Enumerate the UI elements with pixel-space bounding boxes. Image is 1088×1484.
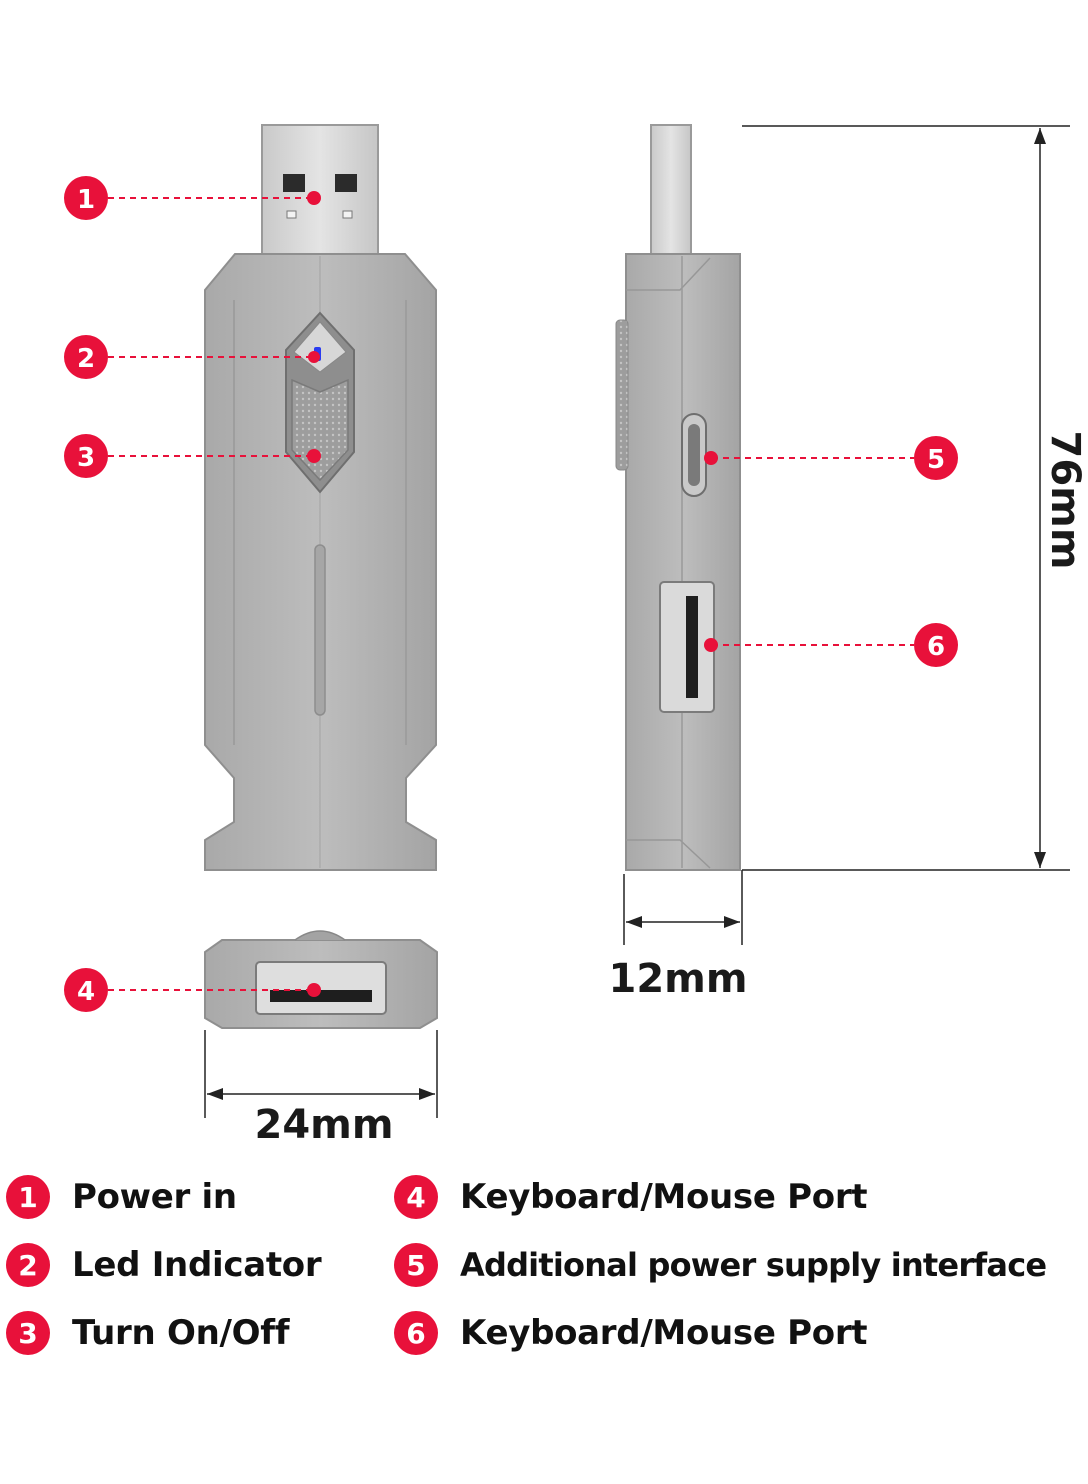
legend-badge-3: 3 bbox=[6, 1311, 50, 1355]
legend-item-1: 1 Power in bbox=[6, 1171, 237, 1223]
legend-badge-5: 5 bbox=[394, 1243, 438, 1287]
legend-item-3: 3 Turn On/Off bbox=[6, 1307, 289, 1359]
side-body bbox=[625, 253, 741, 871]
side-usb-plug bbox=[650, 124, 692, 258]
callout-4-number: 4 bbox=[77, 977, 95, 1007]
callout-6-number: 6 bbox=[927, 632, 945, 662]
front-view bbox=[204, 124, 437, 871]
width-label: 24mm bbox=[254, 1102, 393, 1148]
body-groove bbox=[314, 544, 326, 716]
callout-1-number: 1 bbox=[77, 185, 95, 215]
end-view bbox=[204, 930, 438, 1029]
thickness-label: 12mm bbox=[608, 956, 747, 1002]
legend-label-turn-on-off: Turn On/Off bbox=[72, 1313, 290, 1353]
callout-2-number: 2 bbox=[77, 344, 95, 374]
callout-4: 4 bbox=[64, 968, 321, 1012]
dimension-width: 24mm bbox=[204, 1030, 438, 1148]
legend-label-keyboard-mouse-port-4: Keyboard/Mouse Port bbox=[460, 1177, 868, 1217]
legend-badge-1: 1 bbox=[6, 1175, 50, 1219]
legend-item-2: 2 Led Indicator bbox=[6, 1239, 322, 1291]
legend-item-6: 6 Keyboard/Mouse Port bbox=[394, 1307, 868, 1359]
end-usb-a-port bbox=[255, 961, 387, 1015]
callout-6: 6 bbox=[704, 623, 958, 667]
legend-label-led-indicator: Led Indicator bbox=[72, 1245, 322, 1285]
legend-badge-4: 4 bbox=[394, 1175, 438, 1219]
callout-3-number: 3 bbox=[77, 443, 95, 473]
dimension-thickness: 12mm bbox=[608, 874, 748, 1002]
legend-item-5: 5 Additional power supply interface bbox=[394, 1239, 1047, 1291]
usb-plug bbox=[261, 124, 379, 258]
callout-2: 2 bbox=[64, 335, 320, 379]
callout-5: 5 bbox=[704, 436, 958, 480]
dimension-height: 76mm bbox=[741, 125, 1088, 945]
side-view bbox=[615, 124, 741, 871]
height-label: 76mm bbox=[1042, 430, 1088, 569]
legend-badge-2: 2 bbox=[6, 1243, 50, 1287]
legend-label-power-in: Power in bbox=[72, 1177, 237, 1217]
legend-label-additional-power: Additional power supply interface bbox=[460, 1246, 1047, 1284]
legend-label-keyboard-mouse-port-6: Keyboard/Mouse Port bbox=[460, 1313, 868, 1353]
callout-1: 1 bbox=[64, 176, 321, 220]
callout-5-number: 5 bbox=[927, 445, 945, 475]
callout-3: 3 bbox=[64, 434, 321, 478]
side-button-edge bbox=[615, 319, 629, 471]
legend-badge-6: 6 bbox=[394, 1311, 438, 1355]
legend-item-4: 4 Keyboard/Mouse Port bbox=[394, 1171, 868, 1223]
legend: 1 Power in 2 Led Indicator 3 Turn On/Off… bbox=[0, 1165, 1088, 1375]
